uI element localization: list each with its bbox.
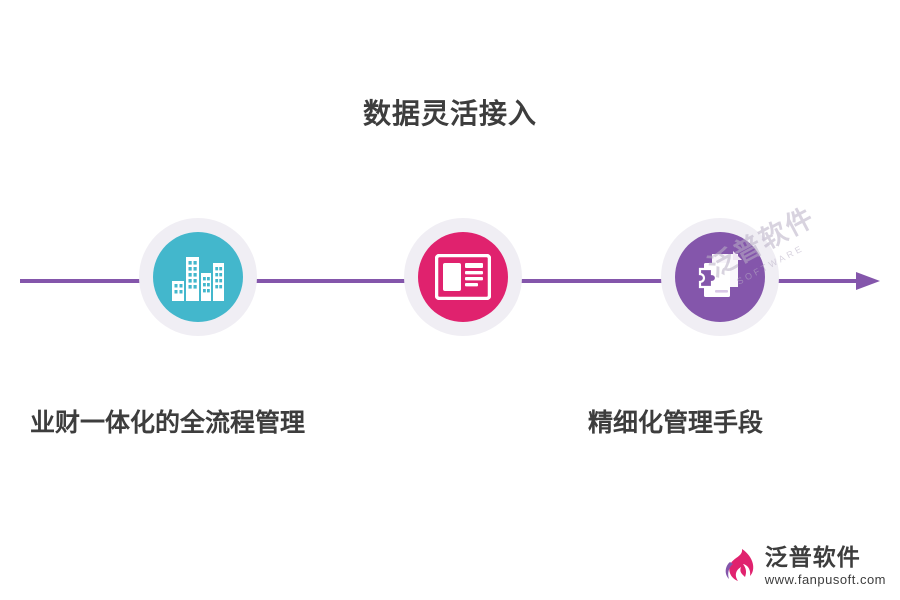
node-3-circle [675,232,765,322]
process-node-2 [404,218,522,336]
page-title: 数据灵活接入 [362,98,537,129]
node-2-circle [418,232,508,322]
open-book-icon [435,254,491,300]
node-1-caption: 业财一体化的全流程管理 [30,409,306,437]
node-1-circle [153,232,243,322]
node-3-caption: 精细化管理手段 [588,409,764,437]
buildings-icon [172,257,224,301]
brand-text-block: 泛普软件 www.fanpusoft.com [764,544,886,587]
process-node-3 [661,218,779,336]
brand-url: www.fanpusoft.com [764,572,886,587]
fanpu-flame-logo-icon [725,549,754,581]
brand-logo: 泛普软件 www.fanpusoft.com [722,546,886,586]
puzzle-document-icon [698,251,742,297]
process-node-1 [139,218,257,336]
brand-name: 泛普软件 [764,544,861,570]
